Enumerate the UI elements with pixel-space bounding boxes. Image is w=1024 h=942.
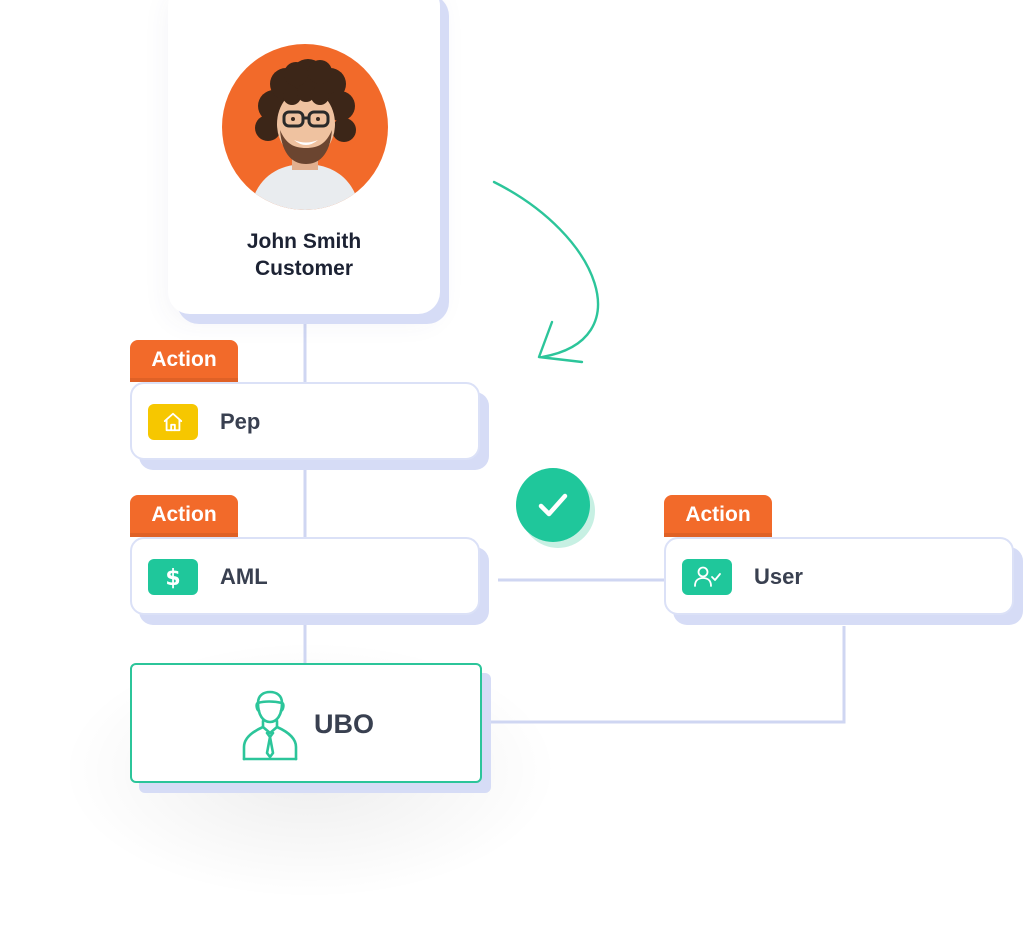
home-icon (148, 404, 198, 440)
avatar-portrait (250, 59, 360, 210)
checkmark-icon (516, 468, 590, 542)
tab-action-pep: Action (130, 340, 238, 382)
curved-arrow-head (537, 320, 584, 364)
avatar (222, 44, 388, 210)
svg-text:$: $ (165, 566, 180, 590)
node-label: AML (220, 564, 268, 589)
node-user[interactable]: User (664, 537, 1014, 615)
tab-action-aml: Action (130, 495, 238, 537)
node-label: User (754, 564, 803, 589)
customer-role: Customer (254, 257, 354, 280)
person-tie-icon (242, 690, 298, 761)
customer-profile-card[interactable]: John Smith Customer (168, 0, 440, 314)
ubo-label: UBO (314, 709, 374, 739)
node-label: Pep (220, 409, 261, 434)
curved-arrow (492, 180, 599, 359)
node-ubo[interactable]: UBO (130, 663, 482, 783)
customer-name: John Smith (246, 230, 362, 253)
dollar-icon: $ (148, 559, 198, 595)
tab-action-user: Action (664, 495, 772, 537)
node-pep[interactable]: Pep (130, 382, 480, 460)
node-aml[interactable]: $ AML (130, 537, 480, 615)
user-check-icon (682, 559, 732, 595)
connector-user-ubo (490, 626, 846, 724)
